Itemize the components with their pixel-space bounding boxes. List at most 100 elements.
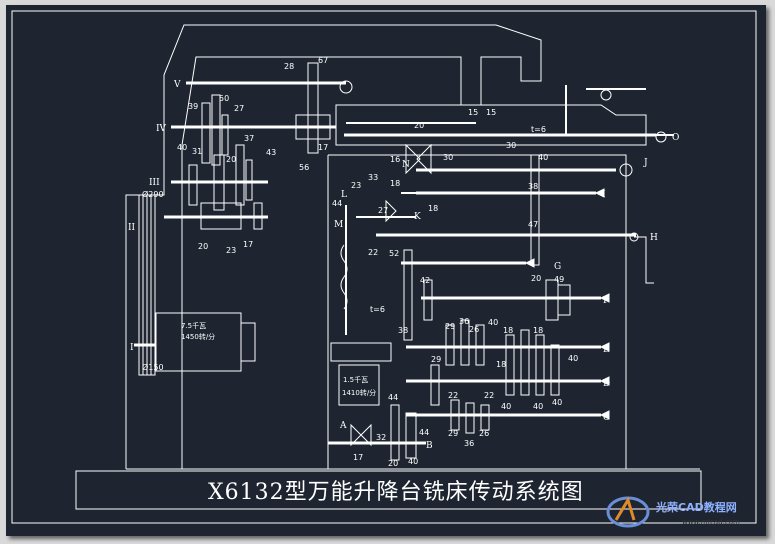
diagram-label: 40 [488,318,498,327]
diagram-label: 30 [443,153,453,162]
watermark-text: 光荣CAD教程网 [655,500,737,514]
diagram-label: I [602,190,606,200]
diagram-label: 43 [266,148,276,157]
diagram-label: 17 [353,453,363,462]
cad-canvas: X6132型万能升降台铣床传动系统图 V IV III II I Ø290 Ø1… [6,5,766,536]
diagram-label: 18 [496,360,506,369]
table-outline [335,104,647,146]
diagram-label: 44 [332,199,342,208]
diagram-label: 26 [479,429,489,438]
diagram-label: 28 [284,62,294,71]
diagram-label: 29 [448,429,458,438]
diagram-label: 20 [198,242,208,251]
diagram-label: 36 [464,439,474,448]
diagram-label: Ø290 [142,189,164,199]
diagram-label: 17 [243,240,253,249]
diagram-label: 20 [414,121,424,130]
diagram-label: 1.5千瓦 [343,375,368,384]
diagram-label: 23 [226,246,236,255]
diagram-label: 27 [234,104,244,113]
diagram-label: 20 [531,274,541,283]
diagram-label: 42 [420,276,430,285]
diagram-label: t=6 [370,305,385,314]
diagram-label: 31 [192,147,202,156]
watermark-url: www.mfcad.com [682,518,740,526]
diagram-label: 44 [419,428,429,437]
diagram-label: 15 [468,108,478,117]
diagram-label: 16 [390,155,400,164]
diagram-label: 56 [299,163,309,172]
title-box [75,470,702,510]
diagram-label: 50 [219,94,229,103]
diagram-label: A [339,421,347,431]
diagram-label: B [426,441,433,451]
diagram-label: J [643,158,648,168]
diagram-label: 22 [484,391,494,400]
diagram-label: 23 [351,181,361,190]
diagram-label: 27 [378,206,388,215]
watermark-logo: 光荣CAD教程网 www.mfcad.com [606,496,740,528]
diagram-label: 1410转/分 [342,388,376,397]
diagram-label: F [603,296,609,306]
transmission-diagram: X6132型万能升降台铣床传动系统图 V IV III II I Ø290 Ø1… [11,10,757,524]
diagram-label: 18 [503,326,513,335]
diagram-label: 36 [459,317,469,326]
diagram-label: 22 [448,391,458,400]
diagram-label: H [650,233,658,243]
diagram-label: 7.5千瓦 [181,321,206,330]
diagram-label: 40 [538,153,548,162]
diagram-label: 44 [388,393,398,402]
diagram-label: C [603,413,610,423]
diagram-label: 29 [431,355,441,364]
diagram-label: III [149,178,160,188]
diagram-label: 40 [533,402,543,411]
diagram-label: 39 [188,102,198,111]
diagram-label: 18 [390,179,400,188]
diagram-label: O [672,133,679,143]
diagram-label: 37 [244,134,254,143]
diagram-label: 38 [398,326,408,335]
diagram-label: 40 [408,457,418,466]
diagram-label: 15 [486,108,496,117]
diagram-label: 40 [177,143,187,152]
column-outline [125,24,542,469]
diagram-label: G [554,262,561,272]
diagram-label: II [128,223,136,233]
diagram-label: 49 [554,275,564,284]
diagram-label: E [603,345,610,355]
diagram-label: 33 [368,173,378,182]
diagram-label: 32 [376,433,386,442]
diagram-label: L [341,190,347,200]
diagram-label: 67 [318,56,328,65]
diagram-label: 47 [528,220,538,229]
diagram-label: D [603,379,610,389]
diagram-title: X6132型万能升降台铣床传动系统图 [208,480,584,505]
feed-motor [338,364,380,406]
diagram-label: Ø150 [142,362,164,372]
diagram-label: 38 [528,182,538,191]
diagram-label: V [173,80,181,90]
diagram-label: 1450转/分 [181,332,215,341]
diagram-label: I [130,343,134,353]
knee-outline [327,154,627,469]
diagram-label: 17 [318,143,328,152]
diagram-label: IV [156,124,167,134]
diagram-label: K [414,212,421,222]
diagram-label: 52 [389,249,399,258]
diagram-label: 22 [368,248,378,257]
diagram-label: M [334,220,343,230]
diagram-label: 20 [388,459,398,468]
diagram-label: 40 [501,402,511,411]
diagram-label: 20 [226,155,236,164]
diagram-label: N [402,160,410,170]
diagram-label: t=6 [531,125,546,134]
diagram-label: 40 [552,398,562,407]
diagram-label: 26 [469,325,479,334]
diagram-label: 18 [428,204,438,213]
diagram-label: 40 [568,354,578,363]
labels: X6132型万能升降台铣床传动系统图 V IV III II I Ø290 Ø1… [128,56,679,505]
drawing-border [11,10,757,524]
diagram-label: 18 [533,326,543,335]
diagram-label: 30 [506,141,516,150]
diagram-label: 29 [445,322,455,331]
